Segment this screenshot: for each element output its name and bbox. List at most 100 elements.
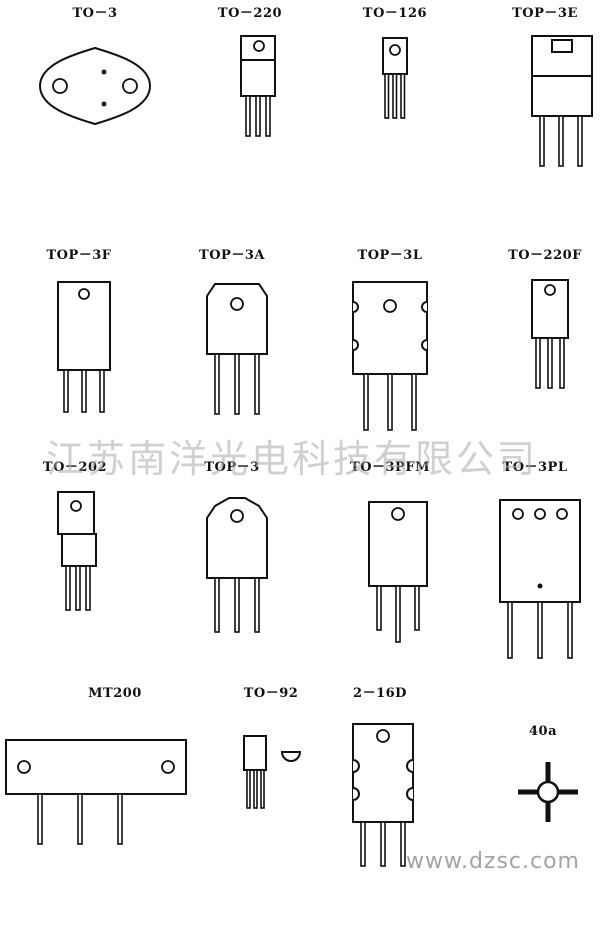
package-label-2-16d: 2－16D (353, 686, 407, 701)
2-16d-lead-3 (400, 821, 406, 867)
top-3l-lead-3 (411, 373, 417, 431)
to-3-pin-top (101, 69, 107, 75)
top-3l-drawing (352, 281, 428, 431)
top-3f-lead-3 (99, 369, 105, 413)
package-label-to-220f: TO－220F (508, 248, 582, 263)
top-3l-lead-2 (387, 373, 393, 431)
to-126-lead-3 (400, 73, 406, 119)
to-3-hole-left (52, 78, 68, 94)
package-label-top-3l: TOP－3L (357, 248, 423, 263)
to-220f-drawing (531, 279, 569, 389)
top-3l-notch-left-bottom (352, 339, 359, 351)
2-16d-notch-right-bottom (406, 787, 414, 801)
to-3pl-hole-right (556, 508, 568, 520)
2-16d-drawing (352, 723, 414, 867)
top-3e-notch (551, 39, 573, 53)
mt200-lead-1 (37, 793, 43, 845)
to-220-lead-1 (245, 95, 251, 137)
package-to-220: TO－220 (175, 6, 325, 226)
to-3pl-marker-dot (537, 583, 543, 589)
2-16d-notch-right-top (406, 759, 414, 773)
2-16d-notch-left-bottom (352, 787, 360, 801)
2-16d-hole (376, 729, 390, 743)
to-220f-lead-1 (535, 337, 541, 389)
package-top-3f: TOP－3F (4, 248, 154, 468)
to-202-lead-1 (65, 565, 71, 611)
to-92-top-view (280, 751, 302, 762)
package-top-3: TOP－3 (157, 460, 307, 680)
top-3f-lead-2 (81, 369, 87, 413)
to-3pfm-drawing (368, 501, 428, 643)
package-mt200: MT200 (5, 686, 190, 906)
to-92-drawing (243, 735, 302, 809)
package-to-92: TO－92 (196, 686, 346, 906)
top-3l-notch-right-bottom (421, 339, 428, 351)
top-3a-hole (230, 297, 244, 311)
to-220-lead-3 (265, 95, 271, 137)
top-3-lead-1 (214, 577, 220, 633)
mt200-lead-3 (117, 793, 123, 845)
package-top-3l: TOP－3L (315, 248, 465, 468)
to-202-drawing (57, 491, 97, 611)
to-202-lead-2 (75, 565, 81, 611)
top-3a-lead-2 (234, 353, 240, 415)
mt200-drawing (5, 739, 187, 845)
package-label-to-202: TO－202 (42, 460, 108, 475)
top-3a-body (206, 283, 268, 355)
package-to-202: TO－202 (0, 460, 150, 680)
package-to-3pl: TO－3PL (460, 460, 600, 680)
package-top-3e: TOP－3E (470, 6, 600, 226)
2-16d-notch-left-top (352, 759, 360, 773)
2-16d-lead-2 (380, 821, 386, 867)
top-3e-drawing (531, 35, 593, 167)
to-3pl-lead-1 (507, 601, 513, 659)
to-220-tab-hole (253, 40, 265, 52)
mt200-body (5, 739, 187, 795)
top-3a-lead-1 (214, 353, 220, 415)
to-3pfm-hole (391, 507, 405, 521)
to-92-lead-3 (260, 769, 265, 809)
package-label-to-220: TO－220 (217, 6, 283, 21)
top-3-lead-2 (234, 577, 240, 633)
top-3a-drawing (206, 283, 268, 415)
package-2-16d: 2－16D (305, 686, 455, 906)
top-3e-lead-3 (577, 115, 583, 167)
package-to-126: TO－126 (320, 6, 470, 226)
to-3-pin-bottom (101, 101, 107, 107)
package-40a: 40a (468, 724, 600, 944)
top-3l-hole (383, 299, 397, 313)
package-label-to-92: TO－92 (243, 686, 299, 701)
2-16d-lead-1 (360, 821, 366, 867)
top-3-body (206, 497, 268, 579)
mt200-hole-left (17, 760, 31, 774)
to-3pl-hole-center (534, 508, 546, 520)
package-to-3pfm: TO－3PFM (315, 460, 465, 680)
package-label-top-3a: TOP－3A (199, 248, 265, 263)
site-watermark: www.dzsc.com (405, 849, 580, 874)
top-3l-lead-1 (363, 373, 369, 431)
top-3l-body (352, 281, 428, 375)
to-3pl-lead-3 (567, 601, 573, 659)
package-top-3a: TOP－3A (157, 248, 307, 468)
to-220-drawing (240, 35, 276, 137)
to-3pl-hole-left (512, 508, 524, 520)
top-3e-lead-1 (539, 115, 545, 167)
top-3f-lead-1 (63, 369, 69, 413)
to-3pfm-lead-2 (395, 585, 401, 643)
top-3f-hole (78, 288, 90, 300)
top-3-hole (230, 509, 244, 523)
to-220-lead-2 (255, 95, 261, 137)
package-label-mt200: MT200 (88, 686, 142, 701)
top-3a-lead-3 (254, 353, 260, 415)
package-to-3: TO－3 (20, 6, 170, 226)
top-3-lead-3 (254, 577, 260, 633)
to-220f-hole (544, 284, 556, 296)
watermark-text: 江苏南洋光电科技有限公司 (46, 437, 539, 481)
to-92-lead-1 (246, 769, 251, 809)
to-3pfm-lead-1 (376, 585, 382, 631)
to-92-lead-2 (253, 769, 258, 809)
to-126-lead-2 (392, 73, 398, 119)
to-220f-lead-2 (547, 337, 553, 389)
package-to-220f: TO－220F (470, 248, 600, 468)
mt200-hole-right (161, 760, 175, 774)
